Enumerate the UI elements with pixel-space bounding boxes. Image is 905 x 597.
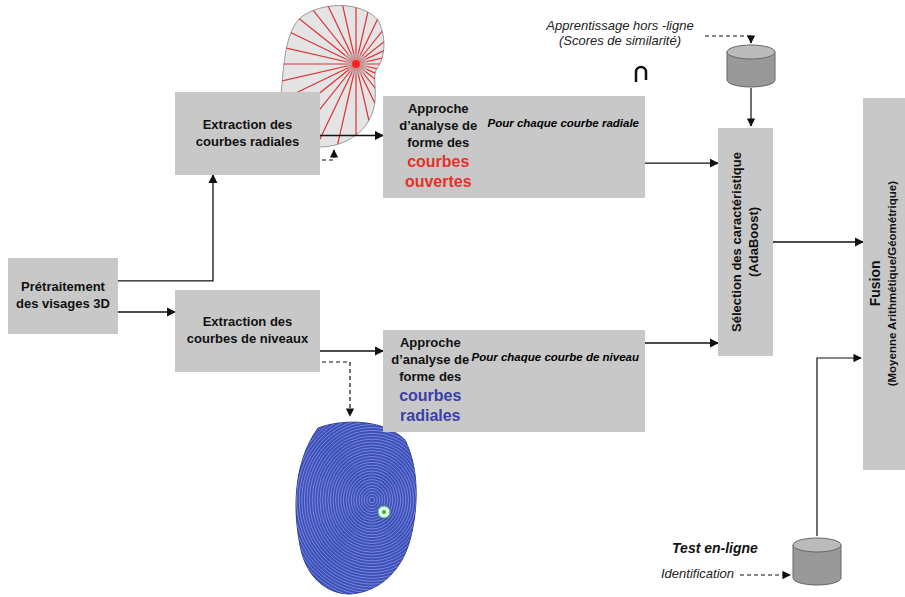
process-box: Approche d’analyse de forme des courbes …	[383, 96, 645, 198]
box-subtext: (Moyenne Arithmétique/Géométrique)	[887, 181, 899, 386]
box-text: Extraction des courbes de niveaux	[187, 314, 308, 346]
note-label: Apprentissage hors -ligne (Scores de sim…	[535, 18, 705, 48]
flow-arrow	[320, 135, 383, 136]
process-box: Extraction des courbes de niveaux	[175, 290, 320, 372]
loop-note: Pour chaque courbe radiale	[488, 116, 639, 131]
flow-arrow	[773, 241, 863, 242]
box-text: Extraction des courbes radiales	[196, 117, 299, 149]
vertical-box: Fusion (Moyenne Arithmétique/Géométrique)	[863, 98, 905, 470]
box-text: Approche d’analyse de forme des	[391, 335, 469, 384]
level-face	[271, 387, 474, 597]
highlight-text: courbes radiales	[399, 387, 461, 425]
flow-arrow	[320, 350, 383, 351]
flow-arrow	[118, 175, 213, 281]
highlight-text: courbes ouvertes	[405, 153, 472, 191]
box-text: Sélection des caractéristique (AdaBoost)	[729, 152, 761, 332]
vertical-box: Sélection des caractéristique (AdaBoost)	[718, 128, 773, 356]
process-box: Approche d’analyse de forme des courbes …	[383, 330, 645, 432]
flow-arrow	[645, 162, 718, 163]
loop-note: Pour chaque courbe de niveau	[472, 350, 639, 365]
process-box: Prétraitement des visages 3D	[8, 258, 118, 334]
box-text: Fusion	[867, 261, 883, 307]
flow-arrow	[645, 342, 718, 343]
process-box: Extraction des courbes radiales	[175, 92, 320, 175]
flow-arrow	[118, 311, 175, 312]
box-text: Approche d’analyse de forme des	[399, 101, 477, 150]
note-label: Identification	[655, 566, 740, 581]
leader-line	[322, 36, 861, 575]
box-text: Prétraitement des visages 3D	[16, 279, 110, 311]
note-label: Test en-ligne	[655, 540, 775, 556]
